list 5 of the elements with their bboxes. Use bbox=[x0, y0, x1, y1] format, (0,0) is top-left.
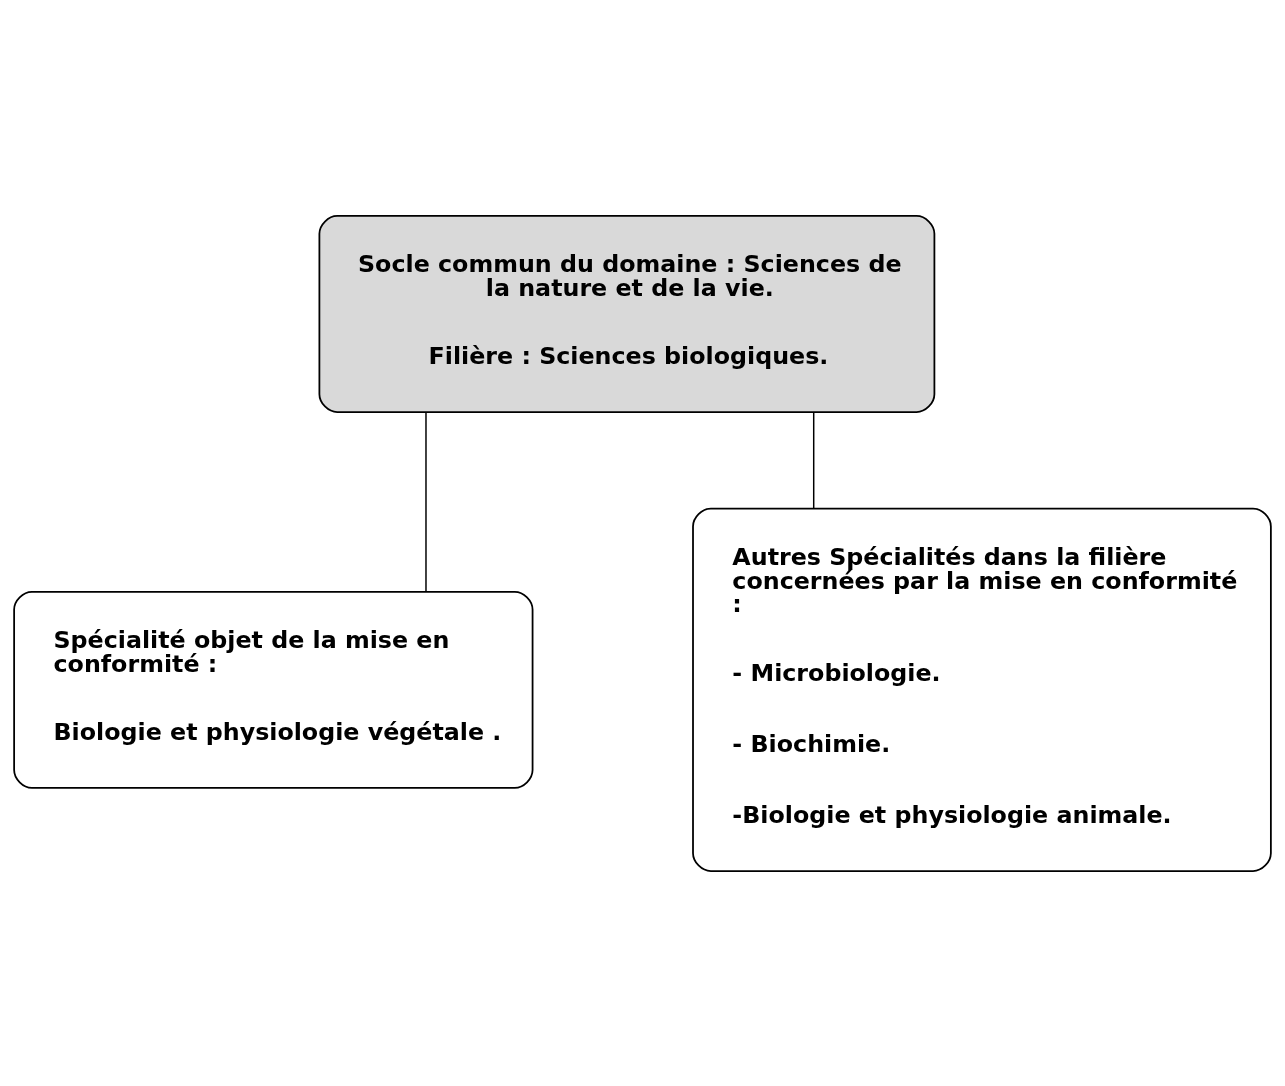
connector bbox=[425, 411, 427, 592]
node-box: Socle commun du domaine : Sciences de la nature et de la vie. Filière : Sciences biologiques. bbox=[318, 214, 936, 413]
node-box: Autres Spécialités dans la filière concernées par la mise en conformité : - Microbiologie. - Biochimie. -Biologie et physiologie animale. bbox=[692, 507, 1272, 872]
node-box: Spécialité objet de la mise en conformité : Biologie et physiologie végétale . bbox=[13, 590, 534, 789]
connector bbox=[812, 411, 815, 509]
